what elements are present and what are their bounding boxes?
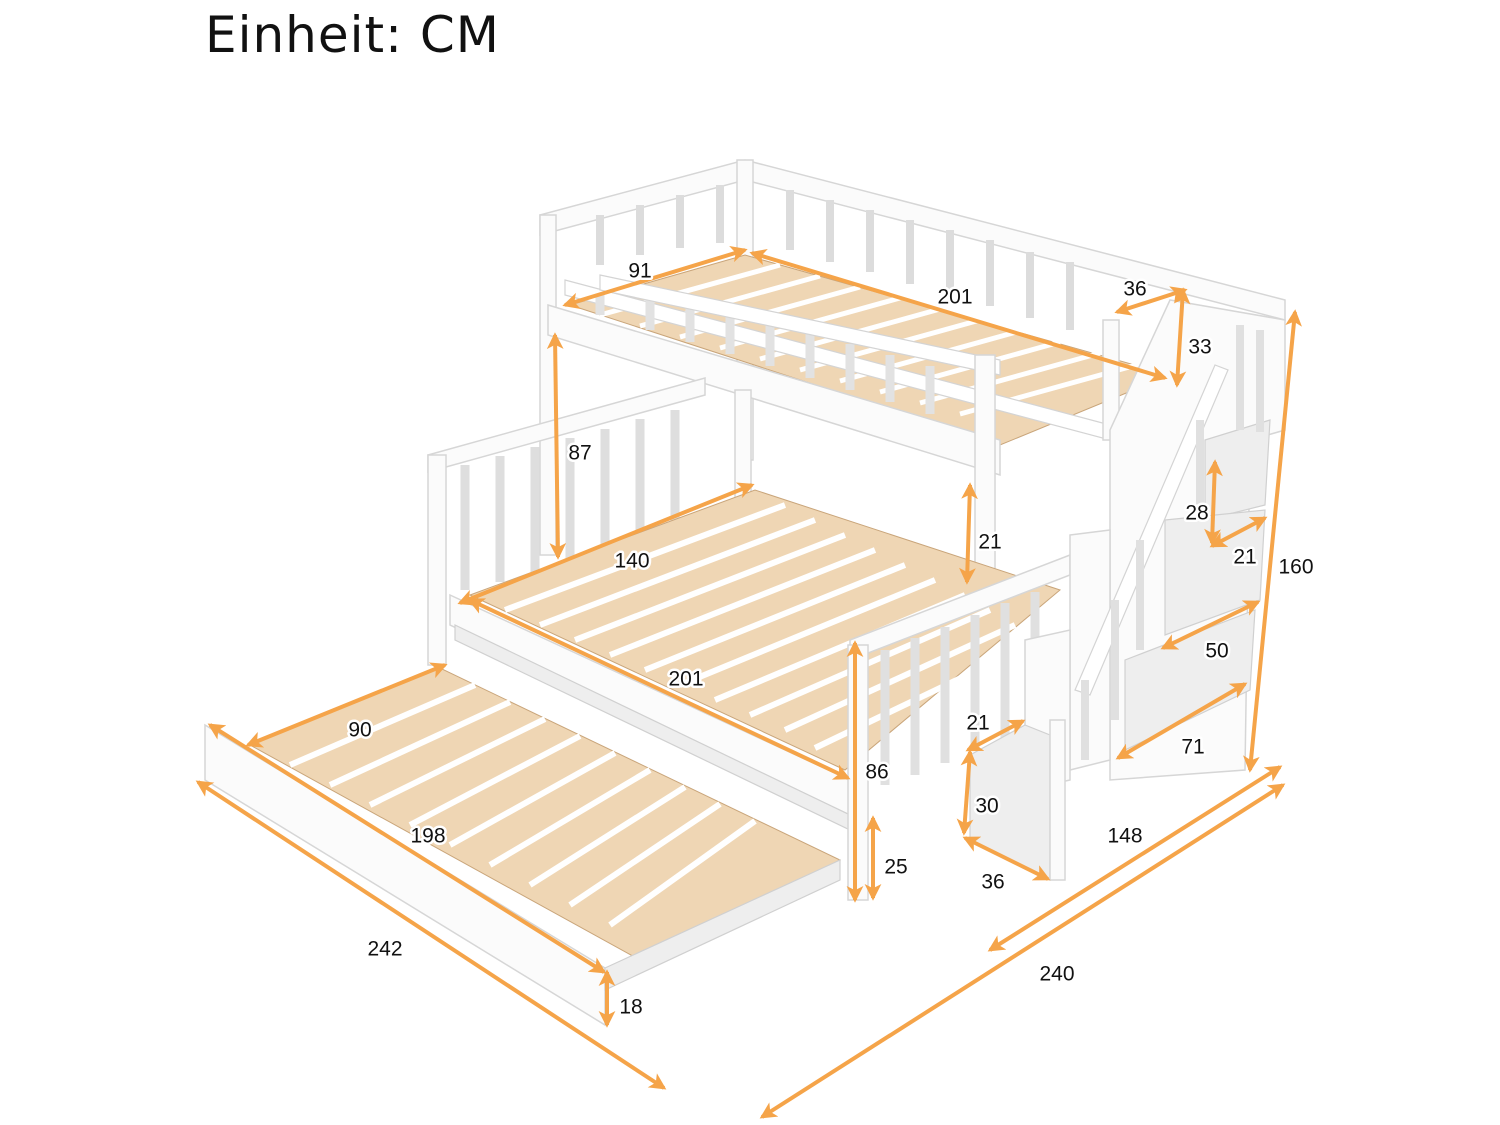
dimension-top-guard-height: 33 [1169, 287, 1214, 388]
dimension-trundle-height: 18 [598, 969, 645, 1028]
double-arrow-icon [749, 249, 1168, 382]
dimension-label: 148 [1107, 825, 1142, 848]
dimension-label: 140 [614, 550, 649, 573]
dimension-label: 201 [937, 286, 972, 309]
dimension-label: 21 [966, 712, 989, 735]
double-arrow-icon [965, 719, 1026, 752]
dimension-label: 90 [348, 719, 371, 742]
dimension-lower-leg-height: 25 [864, 815, 910, 901]
dimension-top-bunk-length: 201 [749, 249, 1168, 382]
dimension-label: 36 [1123, 278, 1146, 301]
dimension-stair-step-width: 50 [1160, 600, 1261, 665]
dimension-annotations: 91 201 36 33 87 28 21 160 140 21 50 201 90 71 21 86 30 25… [195, 246, 1316, 1119]
dimension-label: 18 [619, 996, 642, 1019]
dimension-label: 201 [668, 668, 703, 691]
dimension-label: 198 [410, 825, 445, 848]
dimension-stair-box-depth: 21 [964, 709, 1026, 752]
dimension-label: 160 [1278, 556, 1313, 579]
double-arrow-icon [1243, 309, 1302, 773]
dimension-total-height: 160 [1243, 309, 1316, 773]
dimension-label: 50 [1205, 640, 1228, 663]
double-arrow-icon [195, 780, 667, 1090]
double-arrow-icon [959, 482, 978, 585]
double-arrow-icon [1169, 287, 1191, 388]
dimension-label: 71 [1181, 736, 1204, 759]
dimension-label: 86 [865, 761, 888, 784]
double-arrow-icon [956, 749, 978, 836]
dimension-lower-bed-length: 201 [467, 598, 851, 780]
double-arrow-icon [562, 246, 748, 309]
dimension-top-bunk-width: 91 [562, 246, 748, 309]
dimension-label: 21 [978, 531, 1001, 554]
unit-title: Einheit: CM [205, 6, 500, 64]
dimension-label: 28 [1185, 502, 1208, 525]
dimension-label: 36 [981, 871, 1004, 894]
dimension-overall-width: 240 [759, 783, 1286, 1119]
dimension-label: 87 [568, 442, 591, 465]
dimension-label: 33 [1188, 336, 1211, 359]
dimension-label: 242 [367, 938, 402, 961]
dimension-stair-bottom-width: 71 [1115, 682, 1248, 761]
double-arrow-icon [759, 783, 1286, 1119]
dimension-trundle-outer-length: 242 [195, 780, 667, 1090]
double-arrow-icon [1160, 600, 1261, 650]
dimension-label: 30 [975, 795, 998, 818]
dimension-lower-bed-width: 140 [457, 482, 755, 606]
double-arrow-icon [1115, 682, 1248, 760]
dimension-label: 25 [884, 856, 907, 879]
dimension-lower-under-top: 21 [959, 482, 1004, 585]
dimension-label: 21 [1233, 546, 1256, 569]
double-arrow-icon [467, 598, 851, 780]
double-arrow-icon [457, 482, 755, 606]
dimension-label: 91 [628, 260, 651, 283]
dimension-label: 240 [1039, 963, 1074, 986]
